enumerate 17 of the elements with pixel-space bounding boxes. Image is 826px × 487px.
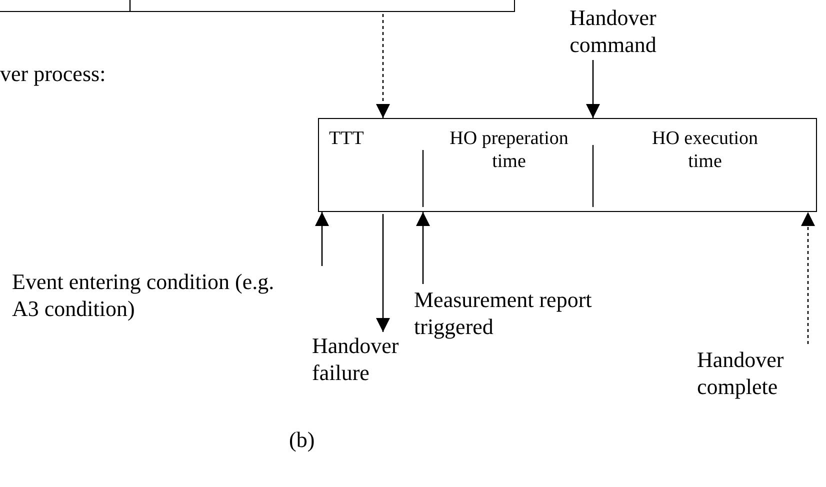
event-label: Event entering condition (e.g. A3 condition)	[12, 268, 276, 322]
dotted-arrow	[376, 14, 390, 118]
event-label: Handover complete	[697, 346, 785, 400]
event-label: Handover command	[568, 4, 658, 58]
arrow	[315, 212, 329, 266]
dotted-arrow	[801, 212, 815, 344]
arrow	[586, 60, 600, 118]
panel-label: (b)	[289, 426, 315, 453]
timeline-bar	[318, 118, 817, 212]
event-label: Handover failure	[312, 332, 400, 386]
arrow	[376, 214, 390, 332]
arrow	[416, 212, 430, 284]
caption-text: ver process:	[0, 60, 106, 87]
phase-label: TTT	[329, 127, 365, 150]
event-label: Measurement report triggered	[414, 286, 593, 340]
phase-label: HO execution time	[650, 127, 760, 173]
phase-label: HO preperation time	[448, 127, 570, 173]
